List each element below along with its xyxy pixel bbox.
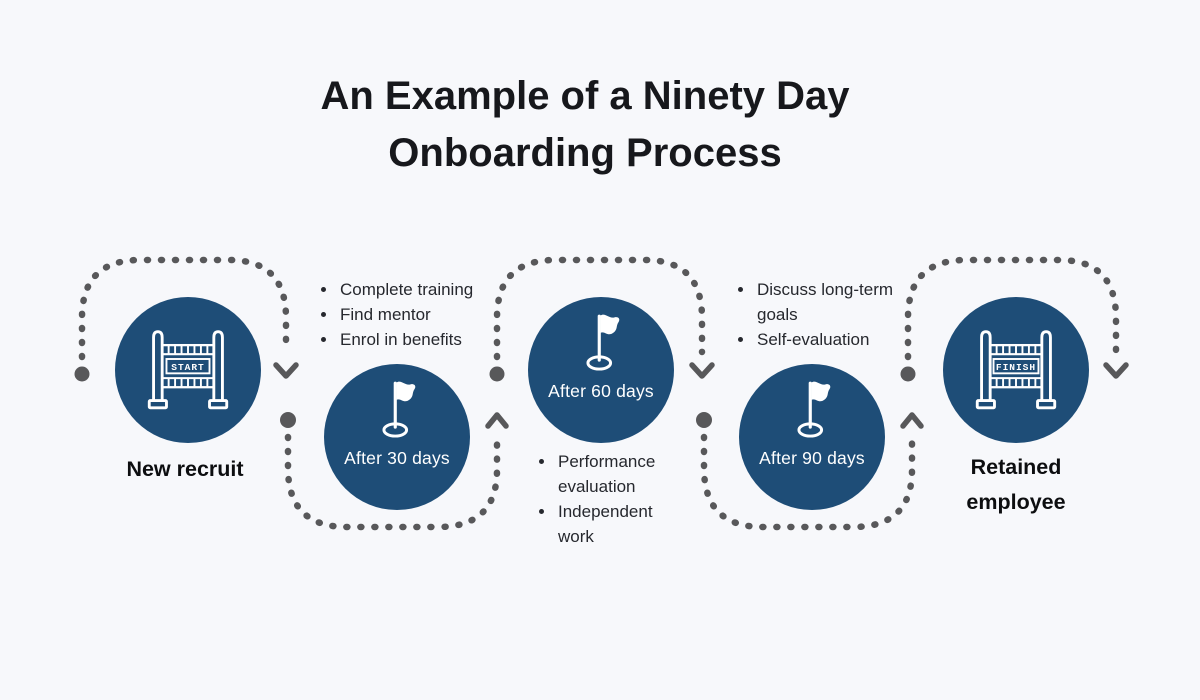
task-item: Independent work — [556, 499, 686, 549]
connector-arc-over-retained — [900, 256, 1129, 382]
task-item: Complete training — [338, 277, 518, 302]
flag-icon — [784, 379, 840, 445]
step-circle-new-recruit: START — [115, 297, 261, 443]
step-label-new-recruit: New recruit — [126, 457, 244, 481]
step-circle-after-30-days: After 30 days — [324, 364, 470, 510]
finish-banner-icon: FINISH — [975, 330, 1057, 410]
task-item: Self-evaluation — [755, 327, 895, 352]
connector-arc-over-60-days — [489, 256, 715, 382]
start-banner-icon: START — [147, 330, 229, 410]
task-item: Discuss long-term goals — [755, 277, 895, 327]
task-list-after-60-days: Performance evaluation Independent work — [536, 449, 686, 549]
step-circle-after-90-days: After 90 days — [739, 364, 885, 510]
task-list-before-90-days: Discuss long-term goals Self-evaluation — [735, 277, 895, 352]
task-item: Performance evaluation — [556, 449, 686, 499]
task-item: Find mentor — [338, 302, 518, 327]
step-circle-after-60-days: After 60 days — [528, 297, 674, 443]
connector-arc-under-90-days — [696, 412, 924, 531]
finish-banner-text: FINISH — [996, 362, 1036, 373]
connector-arc-under-30-days — [280, 412, 509, 531]
step-circle-retained-employee: FINISH — [943, 297, 1089, 443]
page-title: An Example of a Ninety Day Onboarding Pr… — [320, 74, 850, 175]
step-label-retained-employee: Retained employee — [966, 455, 1066, 514]
step-label-after-30-days: After 30 days — [344, 448, 450, 468]
step-label-after-60-days: After 60 days — [548, 381, 654, 401]
start-banner-text: START — [171, 362, 204, 373]
task-list-first-30-days: Complete training Find mentor Enrol in b… — [318, 277, 518, 352]
connector-arc-over-new-recruit — [74, 256, 299, 382]
flag-icon — [573, 312, 629, 378]
task-item: Enrol in benefits — [338, 327, 518, 352]
flag-icon — [369, 379, 425, 445]
step-label-after-90-days: After 90 days — [759, 448, 865, 468]
